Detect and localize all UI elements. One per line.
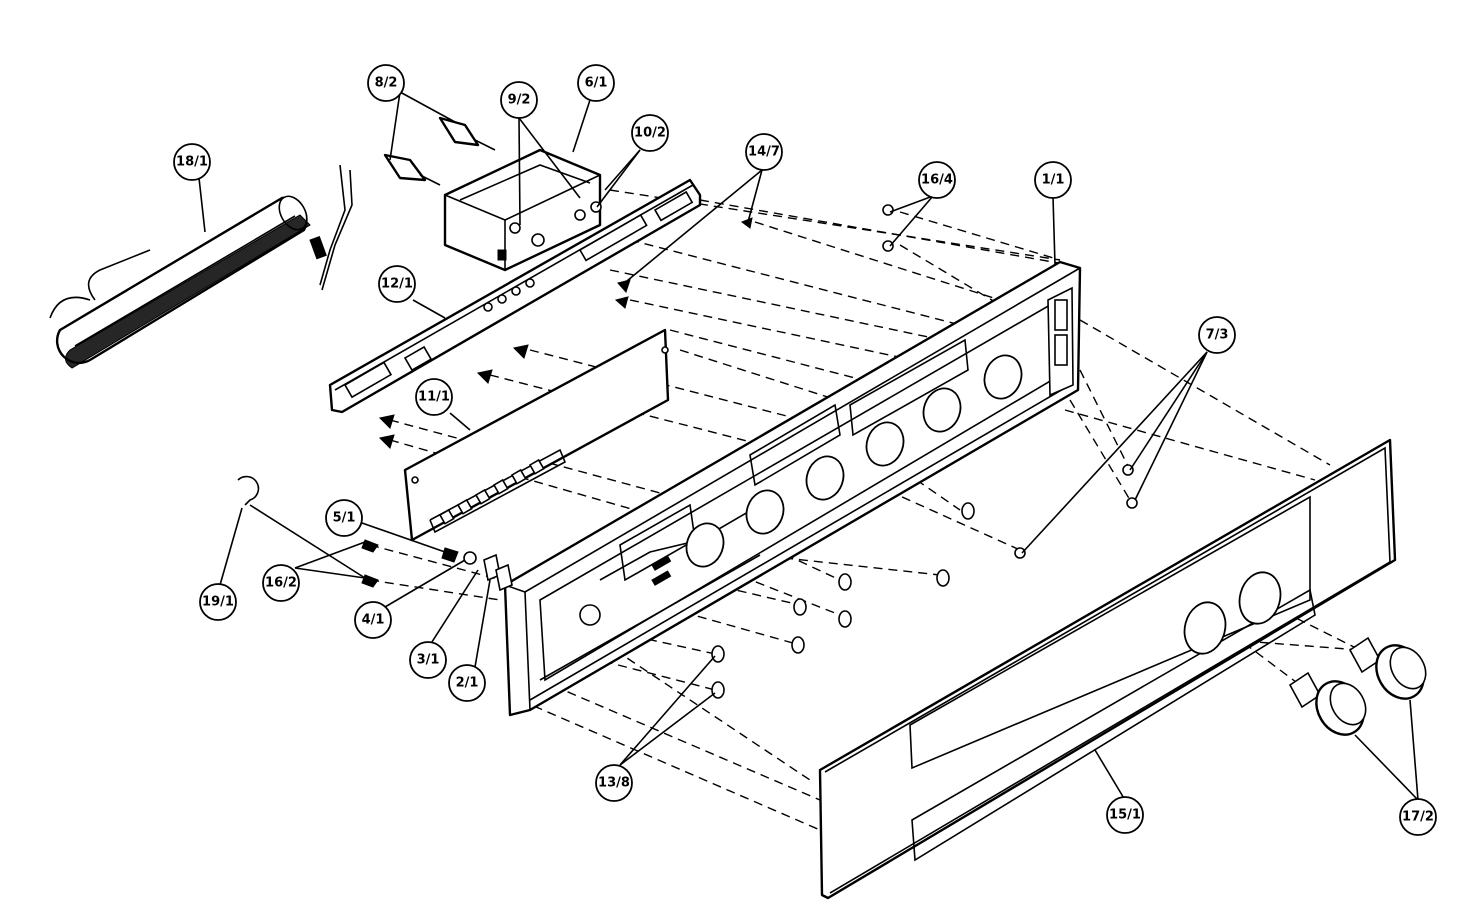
callout-label-3-1: 3/1 (417, 653, 440, 668)
callout-label-18-1: 18/1 (176, 155, 208, 170)
callout-label-16-2: 16/2 (265, 576, 297, 591)
callout-label-7-3: 7/3 (1206, 328, 1229, 343)
callout-7-3: 7/3 (1198, 316, 1236, 354)
callout-label-15-1: 15/1 (1109, 808, 1141, 823)
callout-18-1: 18/1 (173, 143, 211, 181)
screws-misc (711, 204, 1138, 699)
callout-label-13-8: 13/8 (598, 776, 630, 791)
control-board-bar (328, 178, 702, 414)
callout-2-1: 2/1 (448, 664, 486, 702)
callout-1-1: 1/1 (1034, 161, 1072, 199)
callout-label-14-7: 14/7 (748, 145, 780, 160)
callout-label-8-2: 8/2 (375, 76, 398, 91)
callout-label-6-1: 6/1 (585, 76, 608, 91)
control-panel-frame (503, 260, 1082, 717)
switch-housing-box (443, 148, 602, 272)
callout-label-10-2: 10/2 (634, 126, 666, 141)
knob-lower (1288, 671, 1367, 736)
knob-holes (685, 354, 1023, 568)
callout-5-1: 5/1 (325, 499, 363, 537)
callout-label-5-1: 5/1 (333, 511, 356, 526)
callout-4-1: 4/1 (354, 601, 392, 639)
light-tube-assembly (49, 164, 353, 369)
callout-label-12-1: 12/1 (381, 277, 413, 292)
callout-6-1: 6/1 (577, 64, 615, 102)
callout-label-17-2: 17/2 (1402, 810, 1434, 825)
callout-15-1: 15/1 (1106, 796, 1144, 834)
knob-upper (1348, 636, 1427, 700)
display-digits (483, 278, 535, 312)
callout-label-1-1: 1/1 (1042, 173, 1065, 188)
leader-lines (198, 91, 1419, 801)
callout-12-1: 12/1 (378, 265, 416, 303)
callout-label-9-2: 9/2 (508, 93, 531, 108)
callout-label-19-1: 19/1 (202, 595, 234, 610)
callout-label-11-1: 11/1 (418, 390, 450, 405)
front-fascia-panel (818, 438, 1397, 900)
relay-board (403, 328, 670, 542)
switch-pair (383, 116, 496, 186)
callout-19-1: 19/1 (199, 583, 237, 621)
callout-3-1: 3/1 (409, 641, 447, 679)
screws-14-7 (378, 217, 753, 449)
callout-9-2: 9/2 (500, 81, 538, 119)
callout-label-2-1: 2/1 (456, 676, 479, 691)
small-fasteners-left (237, 475, 513, 592)
callout-label-16-4: 16/4 (921, 173, 953, 188)
callout-16-2: 16/2 (262, 564, 300, 602)
callout-13-8: 13/8 (595, 764, 633, 802)
callout-11-1: 11/1 (415, 378, 453, 416)
control-knobs (1288, 636, 1427, 736)
callout-14-7: 14/7 (745, 133, 783, 171)
callout-8-2: 8/2 (367, 64, 405, 102)
connector-pins (438, 458, 545, 525)
callout-16-4: 16/4 (918, 161, 956, 199)
callout-17-2: 17/2 (1399, 798, 1437, 836)
callout-label-4-1: 4/1 (362, 613, 385, 628)
callout-10-2: 10/2 (631, 114, 669, 152)
